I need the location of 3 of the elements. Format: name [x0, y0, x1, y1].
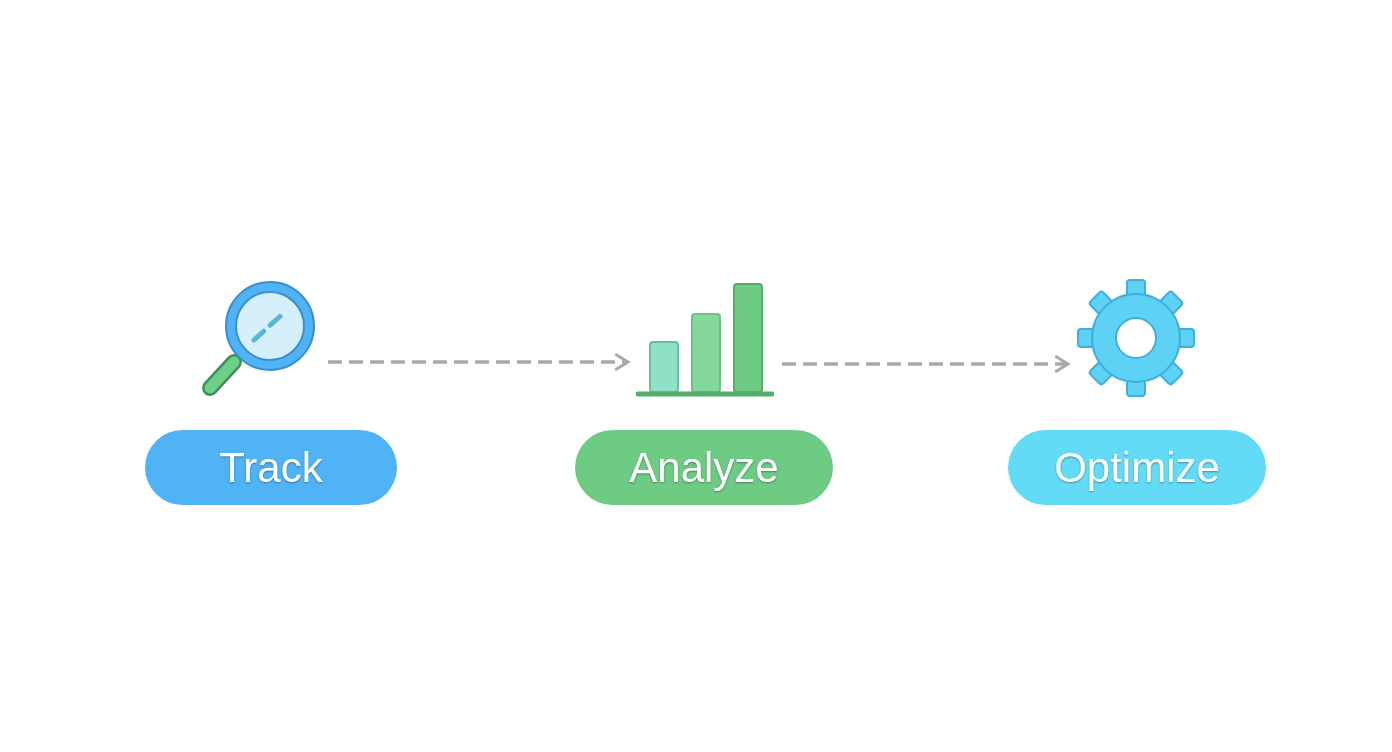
- step-label: Analyze: [629, 446, 779, 489]
- step-label: Optimize: [1054, 446, 1220, 489]
- step-label: Track: [219, 446, 323, 489]
